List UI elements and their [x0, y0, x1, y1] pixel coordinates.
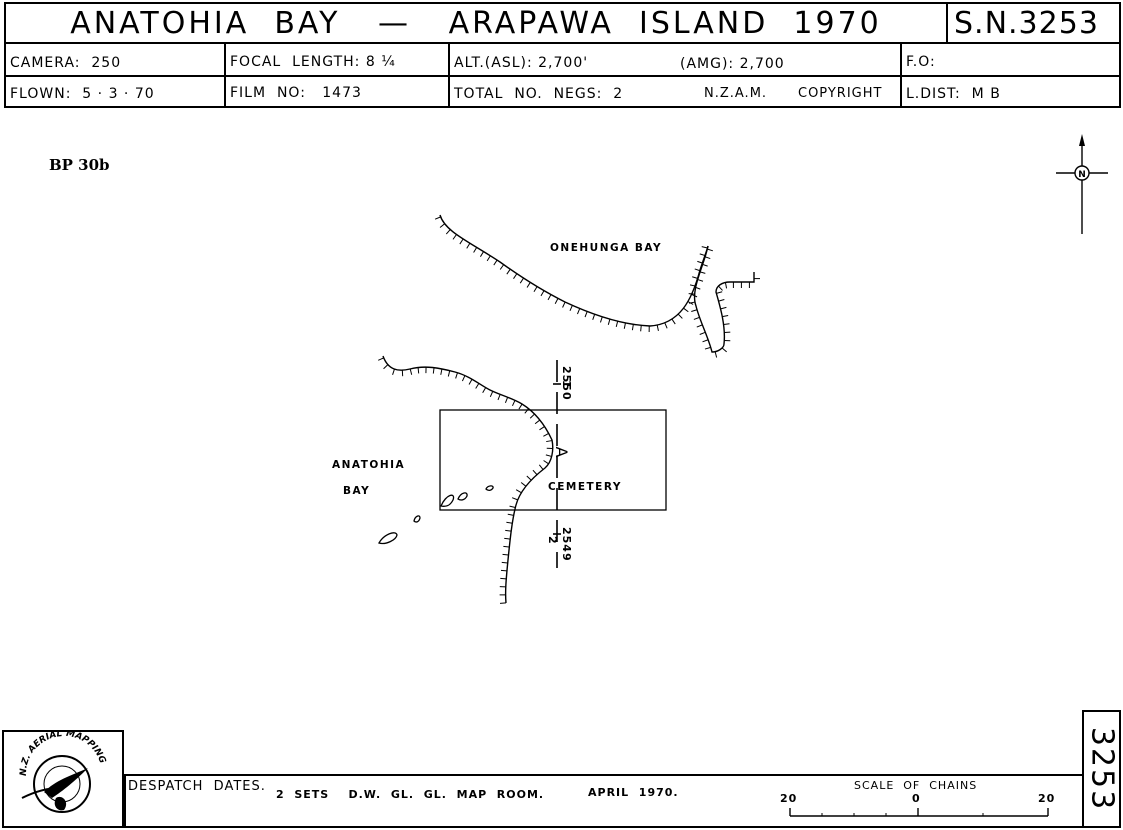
amg-field: (AMG): 2,700 [680, 56, 785, 72]
map-drawing: N ONEHUNGA BAY ANATOHIA BAY CEMETERY A 1… [332, 134, 1108, 604]
photo-bottom-id: 2549 [560, 527, 573, 562]
flight-line-label: A [552, 447, 571, 458]
coastline-hachure [378, 357, 553, 604]
info-col-divider [900, 44, 902, 106]
scale-mid-value: 0 [912, 792, 921, 805]
svg-text:N.Z. AERIAL MAPPING: N.Z. AERIAL MAPPING [19, 732, 107, 776]
photo-coverage-frame [439, 409, 667, 511]
focal-length-field: FOCAL LENGTH: 8 ¼ [230, 54, 396, 70]
flown-field: FLOWN: 5 · 3 · 70 [10, 86, 155, 102]
photo-info-grid: CAMERA: 250 FOCAL LENGTH: 8 ¼ ALT.(ASL):… [4, 42, 1121, 108]
sheet-number-vertical: 3253 [1084, 726, 1119, 812]
scale-right-value: 20 [1038, 792, 1056, 805]
photo-top-id: 2550 [560, 366, 573, 401]
photo-top-number: 1 [560, 380, 573, 389]
despatch-label: DESPATCH DATES. [128, 779, 266, 794]
map-title: ANATOHIA BAY — ARAPAWA ISLAND 1970 [4, 2, 948, 44]
copyright-field: COPYRIGHT [798, 86, 883, 101]
coastline-onehunga [439, 214, 709, 327]
coastline-hachure [434, 216, 714, 332]
islet [440, 494, 455, 507]
place-cemetery: CEMETERY [548, 481, 622, 493]
place-bay: BAY [343, 485, 370, 497]
total-negs-field: TOTAL NO. NEGS: 2 [454, 86, 624, 102]
scale-bar [789, 808, 1049, 817]
camera-field: CAMERA: 250 [10, 55, 122, 71]
flight-line [553, 360, 561, 568]
info-col-divider [448, 44, 450, 106]
company-logo: N.Z. AERIAL MAPPING [2, 729, 124, 828]
despatch-detail: 2 SETS D.W. GL. GL. MAP ROOM. [276, 788, 545, 801]
sheet-number: S.N.3253 [946, 2, 1121, 44]
islet [413, 515, 421, 523]
sheet-number-box: 3253 [1082, 710, 1121, 828]
info-col-divider [224, 44, 226, 106]
nzam-field: N.Z.A.M. [704, 86, 768, 101]
alt-asl-field: ALT.(ASL): 2,700' [454, 55, 589, 71]
north-label: N [1078, 170, 1086, 180]
despatch-date: APRIL 1970. [588, 786, 679, 799]
north-arrow-icon: N [1056, 134, 1108, 234]
islet [485, 485, 494, 492]
scale-title: SCALE OF CHAINS [854, 779, 978, 792]
l-dist-field: L.DIST: M B [906, 86, 1001, 102]
islet [378, 532, 398, 545]
fo-field: F.O: [906, 54, 936, 70]
aerial-mapping-logo-icon: N.Z. AERIAL MAPPING [19, 729, 107, 813]
coastline-hachure [688, 246, 760, 358]
coastline-onehunga-headland [693, 245, 755, 353]
photo-bottom-number: 2 [546, 536, 559, 545]
scale-left-value: 20 [780, 792, 798, 805]
sheet-reference: BP 30b [49, 156, 110, 174]
coastline-anatohia [382, 355, 554, 604]
info-row-divider [6, 75, 1119, 77]
place-anatohia: ANATOHIA [332, 459, 405, 471]
place-onehunga-bay: ONEHUNGA BAY [550, 242, 662, 254]
islet [457, 492, 468, 501]
logo-text: N.Z. AERIAL MAPPING [19, 729, 107, 776]
despatch-panel: DESPATCH DATES. 2 SETS D.W. GL. GL. MAP … [124, 774, 1084, 828]
film-no-field: FILM NO: 1473 [230, 85, 362, 101]
